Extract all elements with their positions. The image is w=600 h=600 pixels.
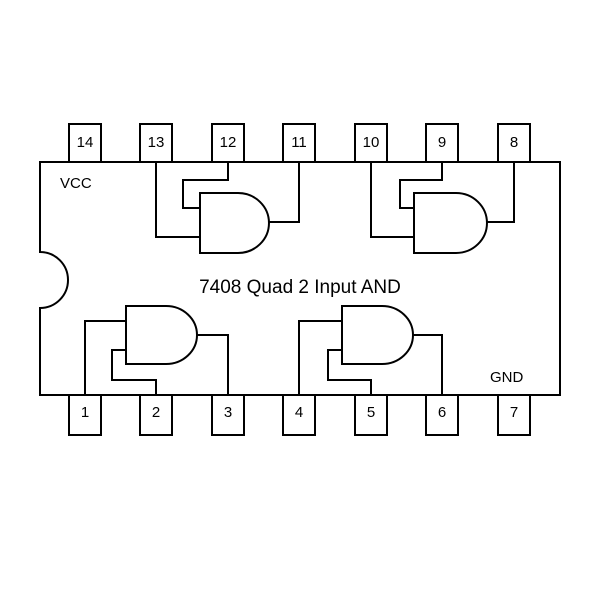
wire-pin12 bbox=[182, 162, 229, 209]
pin-10: 10 bbox=[354, 123, 388, 163]
pin-5: 5 bbox=[354, 394, 388, 436]
pin-label-5: 5 bbox=[367, 404, 375, 421]
pin-label-4: 4 bbox=[295, 404, 303, 421]
wire-pin2 bbox=[111, 349, 157, 395]
pin-label-12: 12 bbox=[220, 134, 237, 151]
and-gate-bottom-left bbox=[84, 305, 229, 395]
pin-2: 2 bbox=[139, 394, 173, 436]
wire-pin11 bbox=[269, 162, 300, 223]
pin-4: 4 bbox=[282, 394, 316, 436]
chip-title: 7408 Quad 2 Input AND bbox=[199, 277, 401, 298]
wire-pin1 bbox=[84, 320, 126, 395]
pin-7: 7 bbox=[497, 394, 531, 436]
pin-12: 12 bbox=[211, 123, 245, 163]
pin-label-7: 7 bbox=[510, 404, 518, 421]
wire-pin13 bbox=[155, 162, 200, 238]
bottom-pins: 1 2 3 4 5 6 7 bbox=[68, 394, 531, 436]
chip-outline bbox=[39, 161, 561, 396]
and-gate-top-right bbox=[370, 162, 515, 254]
pin-3: 3 bbox=[211, 394, 245, 436]
pin-11: 11 bbox=[282, 123, 316, 163]
wire-pin10 bbox=[370, 162, 414, 238]
wire-pin3 bbox=[197, 334, 229, 395]
pin-label-9: 9 bbox=[438, 134, 446, 151]
wire-pin8 bbox=[487, 162, 515, 223]
vcc-label: VCC bbox=[60, 175, 92, 192]
pin-label-6: 6 bbox=[438, 404, 446, 421]
pin-14: 14 bbox=[68, 123, 102, 163]
and-gate-bottom-right bbox=[298, 305, 443, 395]
pin-label-13: 13 bbox=[148, 134, 165, 151]
wire-pin4 bbox=[298, 320, 342, 395]
pin-label-1: 1 bbox=[81, 404, 89, 421]
pin-8: 8 bbox=[497, 123, 531, 163]
wire-pin9 bbox=[399, 162, 443, 209]
gnd-label: GND bbox=[490, 369, 524, 386]
chip-body bbox=[39, 161, 561, 396]
wire-pin6 bbox=[413, 334, 443, 395]
top-pins: 14 13 12 11 10 9 8 bbox=[68, 123, 531, 163]
pin-6: 6 bbox=[425, 394, 459, 436]
pin-label-3: 3 bbox=[224, 404, 232, 421]
pin-1: 1 bbox=[68, 394, 102, 436]
and-gate-top-left bbox=[155, 162, 300, 254]
pin-label-8: 8 bbox=[510, 134, 518, 151]
pin-label-11: 11 bbox=[291, 134, 307, 151]
pin-label-10: 10 bbox=[363, 134, 380, 151]
pin-13: 13 bbox=[139, 123, 173, 163]
pin-9: 9 bbox=[425, 123, 459, 163]
pin-label-14: 14 bbox=[77, 134, 94, 151]
wire-pin5 bbox=[327, 349, 372, 395]
pin-label-2: 2 bbox=[152, 404, 160, 421]
